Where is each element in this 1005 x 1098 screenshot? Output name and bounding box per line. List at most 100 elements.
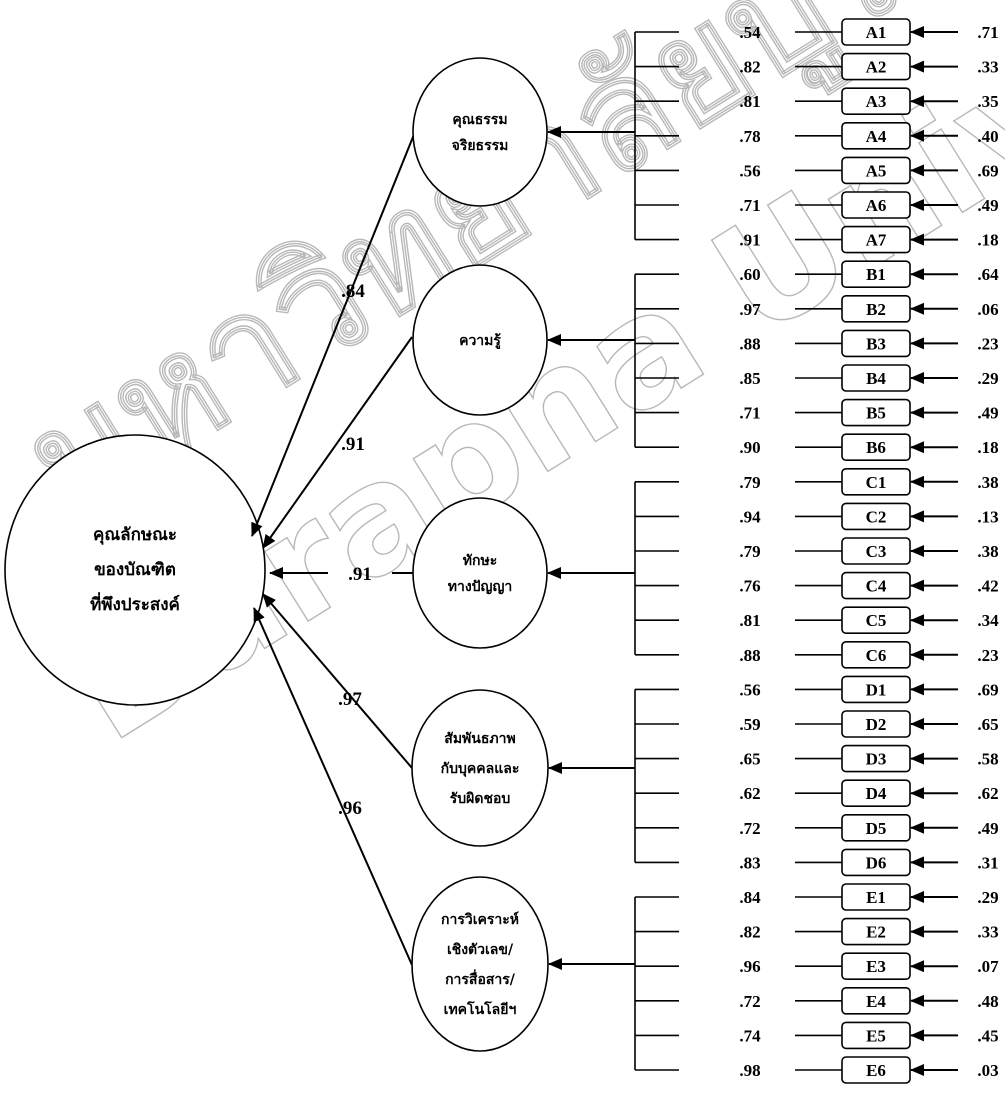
indicator-label-E2: E2 xyxy=(866,923,886,942)
loading-value-D5: .72 xyxy=(739,819,760,838)
error-value-A1: .71 xyxy=(977,23,998,42)
loading-value-C4: .76 xyxy=(739,577,760,596)
indicator-label-B4: B4 xyxy=(866,369,886,388)
path-arrow-D xyxy=(262,593,413,769)
indicator-label-E1: E1 xyxy=(866,888,886,907)
main-factor-label-line-1: คุณลักษณะ xyxy=(93,525,177,545)
indicator-label-A3: A3 xyxy=(866,92,887,111)
loading-value-E2: .82 xyxy=(739,923,760,942)
indicator-label-B5: B5 xyxy=(866,404,886,423)
main-factor-label-line-3: ที่พึงประสงค์ xyxy=(90,592,180,615)
indicator-label-E6: E6 xyxy=(866,1061,886,1080)
factor-label-D-line-2: กับบุคคลและ xyxy=(441,761,520,777)
indicator-label-D3: D3 xyxy=(866,750,887,769)
loading-value-B4: .85 xyxy=(739,369,760,388)
path-coefficient-D: .97 xyxy=(338,689,362,710)
indicator-label-E5: E5 xyxy=(866,1026,886,1045)
indicator-label-B6: B6 xyxy=(866,438,886,457)
indicator-label-A5: A5 xyxy=(866,161,887,180)
loading-value-A2: .82 xyxy=(739,58,760,77)
loading-value-C6: .88 xyxy=(739,646,760,665)
path-arrow-E xyxy=(253,607,413,966)
loading-value-C1: .79 xyxy=(739,473,760,492)
indicator-label-E4: E4 xyxy=(866,992,886,1011)
factor-ellipse-C xyxy=(412,497,548,649)
error-value-D1: .69 xyxy=(977,680,998,699)
indicator-label-A7: A7 xyxy=(866,231,887,250)
factor-label-B-line-1: ความรู้ xyxy=(459,333,501,349)
factor-label-E-line-2: เชิงตัวเลข/ xyxy=(447,942,514,958)
indicator-label-C2: C2 xyxy=(866,507,887,526)
error-value-A7: .18 xyxy=(977,231,998,250)
indicator-label-D1: D1 xyxy=(866,680,887,699)
error-value-E6: .03 xyxy=(977,1061,998,1080)
error-value-D2: .65 xyxy=(977,715,998,734)
loading-value-D4: .62 xyxy=(739,784,760,803)
loading-value-B5: .71 xyxy=(739,404,760,423)
loading-value-A5: .56 xyxy=(739,161,760,180)
factor-label-E-line-1: การวิเคราะห์ xyxy=(441,911,519,928)
error-value-D5: .49 xyxy=(977,819,998,838)
indicator-label-B2: B2 xyxy=(866,300,886,319)
error-value-A4: .40 xyxy=(977,127,998,146)
error-value-C4: .42 xyxy=(977,577,998,596)
error-value-A3: .35 xyxy=(977,92,998,111)
indicator-label-D2: D2 xyxy=(866,715,887,734)
indicator-label-A6: A6 xyxy=(866,196,887,215)
factor-label-E-line-4: เทคโนโลยีฯ xyxy=(444,1000,517,1018)
loading-value-E5: .74 xyxy=(739,1026,761,1045)
indicator-label-C5: C5 xyxy=(866,611,887,630)
indicator-label-C3: C3 xyxy=(866,542,887,561)
indicator-label-C4: C4 xyxy=(866,577,887,596)
loading-value-E1: .84 xyxy=(739,888,761,907)
loading-value-A1: .54 xyxy=(739,23,761,42)
error-value-B5: .49 xyxy=(977,404,998,423)
loading-value-E6: .98 xyxy=(739,1061,760,1080)
loading-value-D1: .56 xyxy=(739,680,760,699)
error-value-B1: .64 xyxy=(977,265,999,284)
error-value-C3: .38 xyxy=(977,542,998,561)
error-value-E4: .48 xyxy=(977,992,998,1011)
path-coefficients: .84 .91 .91 .97 .96 xyxy=(338,281,372,819)
path-arrow-B xyxy=(262,336,413,549)
path-coefficient-A: .84 xyxy=(341,281,365,302)
factor-ellipse-A xyxy=(412,57,548,207)
path-coefficient-E: .96 xyxy=(338,798,362,819)
loading-value-E3: .96 xyxy=(739,957,760,976)
loading-value-E4: .72 xyxy=(739,992,760,1011)
factor-label-D-line-1: สัมพันธภาพ xyxy=(444,731,515,747)
error-value-C5: .34 xyxy=(977,611,999,630)
loading-value-D6: .83 xyxy=(739,853,760,872)
error-value-E2: .33 xyxy=(977,923,998,942)
path-coefficient-C: .91 xyxy=(348,564,372,585)
indicator-label-E3: E3 xyxy=(866,957,886,976)
factor-label-C-line-2: ทางปัญญา xyxy=(448,579,513,595)
indicator-label-D6: D6 xyxy=(866,853,887,872)
indicator-label-A4: A4 xyxy=(866,127,887,146)
loading-value-C3: .79 xyxy=(739,542,760,561)
indicator-label-A2: A2 xyxy=(866,58,887,77)
loading-value-B1: .60 xyxy=(739,265,760,284)
factor-label-D-line-3: รับผิดชอบ xyxy=(450,791,511,807)
loading-value-A3: .81 xyxy=(739,92,760,111)
factor-label-A-line-1: คุณธรรม xyxy=(452,112,507,128)
error-value-A2: .33 xyxy=(977,58,998,77)
indicator-label-C6: C6 xyxy=(866,646,887,665)
indicator-label-C1: C1 xyxy=(866,473,887,492)
structural-paths xyxy=(251,131,416,966)
loading-value-C5: .81 xyxy=(739,611,760,630)
loading-value-A7: .91 xyxy=(739,231,760,250)
error-value-E3: .07 xyxy=(977,957,999,976)
indicator-label-A1: A1 xyxy=(866,23,887,42)
factor-ellipse-E xyxy=(411,876,549,1052)
loading-value-D3: .65 xyxy=(739,750,760,769)
error-value-A5: .69 xyxy=(977,161,998,180)
error-value-A6: .49 xyxy=(977,196,998,215)
path-coefficient-B: .91 xyxy=(341,434,365,455)
